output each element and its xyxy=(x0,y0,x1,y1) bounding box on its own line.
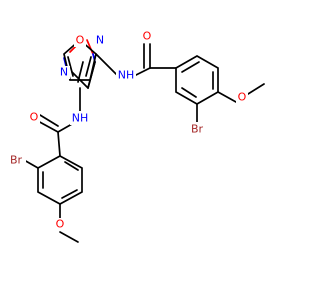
left-ring-double-2 xyxy=(61,189,78,199)
label-bg-bromo-left xyxy=(6,153,26,167)
bromo-left-label: Br xyxy=(10,154,23,167)
bond-carbonyl-double-left xyxy=(39,114,59,127)
left-benzene-ring xyxy=(23,155,83,243)
furazan-n-top-label: N xyxy=(96,34,104,47)
furazan-o-label: O xyxy=(76,34,85,47)
left-ring-double-1 xyxy=(64,161,79,171)
label-bg-methoxy-o-left xyxy=(54,218,66,231)
molecule-structure-svg: O N N NH NH O O O O Br Br xyxy=(6,29,265,243)
label-bg-bromo-right xyxy=(187,122,207,136)
bond-ring-nh-right xyxy=(95,53,119,77)
label-bg-furazan-n-top xyxy=(94,34,106,47)
furazan-double-bond xyxy=(85,56,92,77)
bond-o-methyl-right xyxy=(247,83,265,95)
label-bg-furazan-n-left xyxy=(58,66,70,79)
label-bg-carbonyl-o-left xyxy=(28,111,40,124)
molecule-drawing: O N N NH NH O O O O Br Br xyxy=(6,29,265,243)
bond-ring-ome-right xyxy=(217,91,237,103)
atom-labels: O N N NH NH O O O O Br Br xyxy=(6,30,248,231)
carbonyl-o-left-label: O xyxy=(30,111,39,124)
label-bg-furazan-o xyxy=(74,34,86,47)
bond-o-methyl-left xyxy=(59,231,79,243)
bond-ring-br-left xyxy=(23,159,39,169)
bond-carbonyl-ring-left xyxy=(57,131,61,157)
methoxy-o-right-label: O xyxy=(238,91,247,104)
right-benzene-ring xyxy=(175,55,265,123)
methoxy-o-left-label: O xyxy=(56,218,65,231)
label-bg-methoxy-o-right xyxy=(236,91,248,104)
right-ring-double-3 xyxy=(181,87,197,98)
carbonyl-o-right-label: O xyxy=(143,30,152,43)
amide-nh-left-label: NH xyxy=(72,112,89,125)
amide-nh-right-label: NH xyxy=(118,69,135,82)
bromo-right-label: Br xyxy=(191,123,204,136)
label-bg-nh-left xyxy=(70,111,90,125)
furazan-n-left-label: N xyxy=(60,66,68,79)
left-hexagon xyxy=(37,155,83,205)
bond-o-n-top xyxy=(86,39,94,55)
right-ring-double-1 xyxy=(181,61,200,73)
label-bg-carbonyl-o-right xyxy=(141,30,153,43)
bond-nh-carbonyl-left xyxy=(57,123,73,133)
label-bg-nh-right xyxy=(116,68,136,82)
bond-nh-carbonyl-right xyxy=(133,67,151,77)
right-amide xyxy=(95,43,177,77)
furazan-pentagon xyxy=(63,38,97,81)
furazan-double-bond-left xyxy=(67,56,74,77)
